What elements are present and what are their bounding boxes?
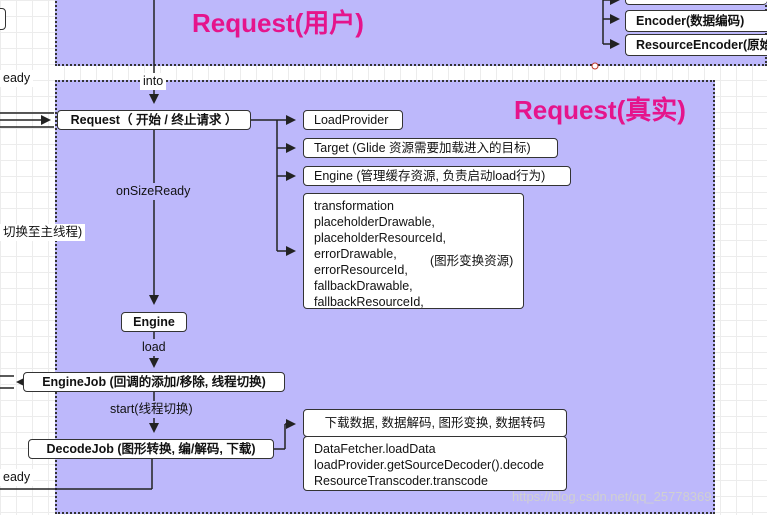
target-box[interactable]: Target (Glide 资源需要加载进入的目标) xyxy=(303,138,558,158)
decode-line-2: loadProvider.getSourceDecoder().decode xyxy=(314,458,544,472)
main-region-title: Request(真实) xyxy=(514,95,686,125)
request-box[interactable]: Request（ 开始 / 终止请求 ） xyxy=(57,110,251,130)
transform-line-5: errorResourceId, xyxy=(314,263,408,277)
on-size-ready-label: onSizeReady xyxy=(113,183,194,200)
engine-box[interactable]: Engine xyxy=(121,312,187,332)
decode-line-1: DataFetcher.loadData xyxy=(314,442,436,456)
load-provider-box[interactable]: LoadProvider xyxy=(303,110,403,130)
transform-line-2: placeholderDrawable, xyxy=(314,215,435,229)
top-region-title: Request(用户) xyxy=(192,8,364,38)
load-label: load xyxy=(139,339,169,356)
watermark: https://blog.csdn.net/qq_25778369 xyxy=(512,489,712,504)
top-cut-box xyxy=(625,0,767,5)
decode-line-3: ResourceTranscoder.transcode xyxy=(314,474,488,488)
encoder-box[interactable]: Encoder(数据编码) xyxy=(625,10,767,32)
left-cut-box xyxy=(0,8,6,30)
decode-job-box[interactable]: DecodeJob (图形转换, 编/解码, 下载) xyxy=(28,439,274,459)
transform-line-6: fallbackDrawable, xyxy=(314,279,413,293)
resource-encoder-box[interactable]: ResourceEncoder(原始 xyxy=(625,34,767,56)
left-ready-bottom-label: eady xyxy=(0,469,34,486)
engine-job-box[interactable]: EngineJob (回调的添加/移除, 线程切换) xyxy=(23,372,285,392)
engine-info-box[interactable]: Engine (管理缓存资源, 负责启动load行为) xyxy=(303,166,571,186)
resize-handle xyxy=(591,62,599,70)
transform-note: (图形变换资源) xyxy=(430,254,514,268)
start-label: start(线程切换) xyxy=(107,401,196,418)
decode-detail-box[interactable]: DataFetcher.loadData loadProvider.getSou… xyxy=(303,436,567,491)
transform-line-1: transformation xyxy=(314,199,394,213)
transform-line-7: fallbackResourceId, xyxy=(314,295,424,309)
transform-line-3: placeholderResourceId, xyxy=(314,231,447,245)
decode-header-box[interactable]: 下载数据, 数据解码, 图形变换, 数据转码 xyxy=(303,409,567,437)
transform-line-4: errorDrawable, xyxy=(314,247,397,261)
left-thread-switch-label: 切换至主线程) xyxy=(0,224,86,241)
into-label: into xyxy=(140,73,167,90)
transform-resources-box[interactable]: transformation placeholderDrawable, plac… xyxy=(303,193,524,309)
left-ready-top-label: eady xyxy=(0,70,34,87)
